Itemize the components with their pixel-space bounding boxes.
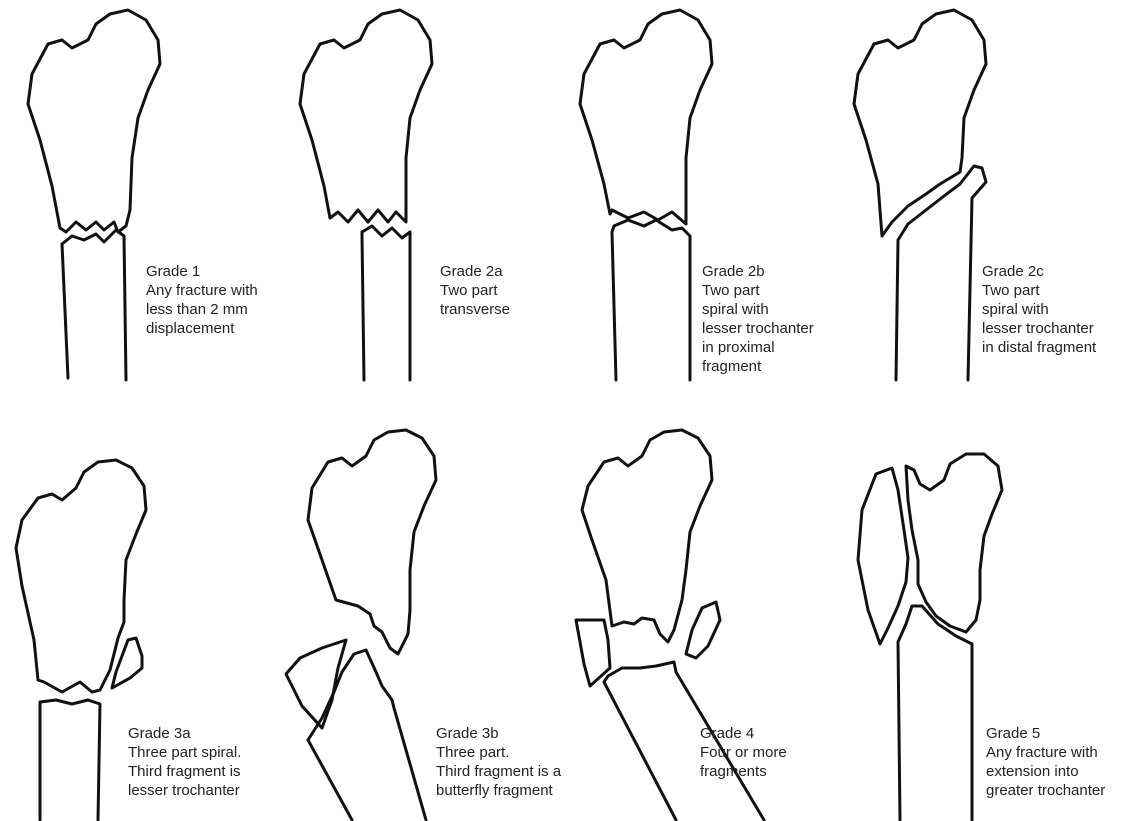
greater-trochanter-fragment xyxy=(858,468,908,644)
proximal-fragment xyxy=(300,10,432,222)
proximal-fragment xyxy=(28,10,160,232)
proximal-fragment xyxy=(580,10,712,224)
distal-fragment xyxy=(40,700,100,820)
distal-fragment xyxy=(308,650,426,820)
caption-grade-5: Grade 5 Any fracture with extension into… xyxy=(986,724,1105,800)
panel-grade-2c: Grade 2c Two part spiral with lesser tro… xyxy=(846,0,1128,410)
caption-grade-2c: Grade 2c Two part spiral with lesser tro… xyxy=(982,262,1096,357)
lesser-trochanter-fragment xyxy=(686,602,720,658)
panel-grade-3b: Grade 3b Three part. Third fragment is a… xyxy=(282,410,564,820)
proximal-fragment xyxy=(854,10,986,236)
caption-grade-2b: Grade 2b Two part spiral with lesser tro… xyxy=(702,262,814,376)
distal-fragment xyxy=(898,606,972,820)
panel-grade-3a: Grade 3a Three part spiral. Third fragme… xyxy=(0,410,282,820)
femur-grade-2a-illustration xyxy=(282,0,564,400)
proximal-fragment xyxy=(308,430,436,654)
proximal-fragment xyxy=(16,460,146,692)
caption-grade-2a: Grade 2a Two part transverse xyxy=(440,262,510,319)
distal-fragment xyxy=(612,220,690,380)
caption-grade-3a: Grade 3a Three part spiral. Third fragme… xyxy=(128,724,241,800)
distal-fragment xyxy=(896,166,986,380)
third-fragment xyxy=(576,620,610,686)
femur-grade-1-illustration xyxy=(0,0,282,400)
panel-grade-1: Grade 1 Any fracture with less than 2 mm… xyxy=(0,0,282,410)
proximal-fragment xyxy=(582,430,712,642)
panel-grade-5: Grade 5 Any fracture with extension into… xyxy=(846,410,1128,820)
caption-grade-3b: Grade 3b Three part. Third fragment is a… xyxy=(436,724,561,800)
caption-grade-4: Grade 4 Four or more fragments xyxy=(700,724,787,781)
panel-grade-2b: Grade 2b Two part spiral with lesser tro… xyxy=(564,0,846,410)
distal-fragment xyxy=(62,230,126,380)
panel-grade-2a: Grade 2a Two part transverse xyxy=(282,0,564,410)
distal-fragment xyxy=(362,226,410,380)
panel-grade-4: Grade 4 Four or more fragments xyxy=(564,410,846,820)
caption-grade-1: Grade 1 Any fracture with less than 2 mm… xyxy=(146,262,258,338)
